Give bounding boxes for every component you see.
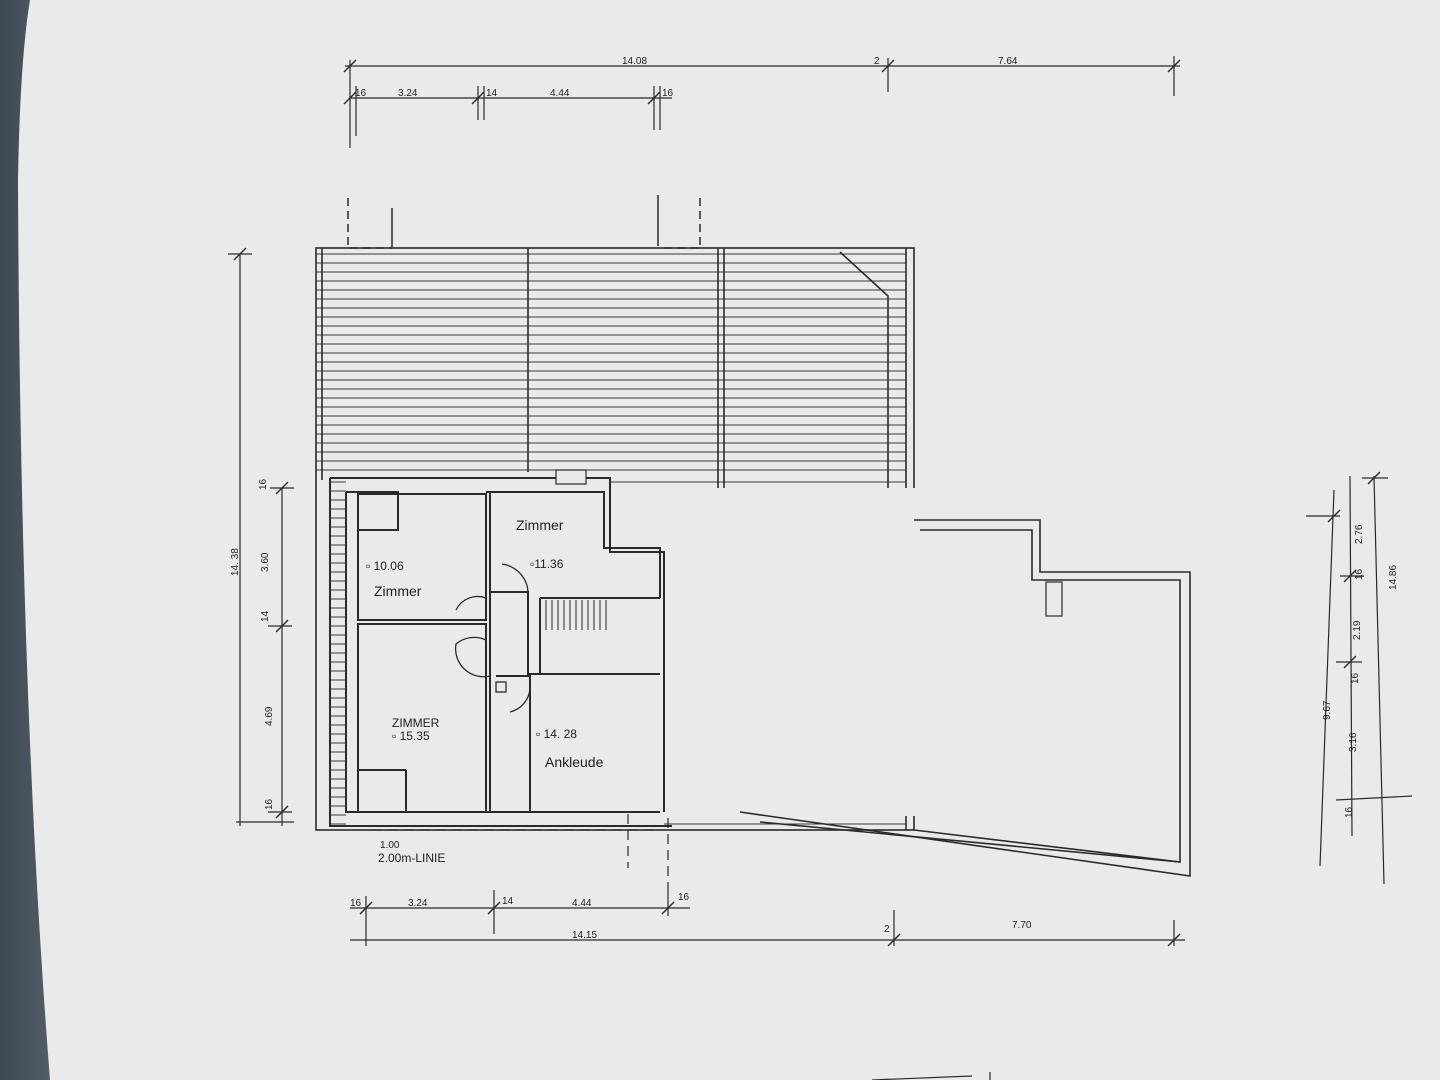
dim-right-seg-2: 2.19 — [1352, 620, 1363, 640]
staircase — [545, 600, 607, 630]
dim-top-right: 7.64 — [998, 56, 1018, 67]
dim-bottom-small: 2 — [884, 924, 890, 935]
dim-bottom-seg-1: 3.24 — [408, 898, 428, 909]
room-area-4: ▫ 14. 28 — [536, 727, 577, 741]
dim-right-total-b: 14.86 — [1388, 565, 1399, 590]
window-symbols — [555, 469, 1063, 617]
dim-right-seg-1: 16 — [1354, 568, 1365, 580]
dimension-texts-right: 2.76 16 2.19 16 3.16 16 9.67 14.86 — [1322, 524, 1399, 818]
dim-top-seg-2: 14 — [486, 88, 498, 99]
dim-right-seg-3: 16 — [1350, 672, 1361, 684]
line-label: 2.00m-LINIE — [378, 851, 445, 865]
dimension-ticks — [233, 59, 1381, 947]
bottom-edge-marks — [871, 1072, 991, 1080]
dimension-lines — [228, 56, 1413, 946]
dashed-guides — [372, 814, 669, 890]
dim-left-seg-4: 16 — [264, 798, 275, 810]
dim-top-seg-4: 16 — [662, 88, 674, 99]
dim-bottom-right: 7.70 — [1012, 920, 1032, 931]
dimension-texts-bottom: 16 3.24 14 4.44 16 14.15 2 7.70 — [350, 892, 1032, 941]
room-labels: ▫ 10.06 Zimmer Zimmer ▫11.36 ZIMMER ▫ 15… — [366, 517, 604, 770]
dim-top-small: 2 — [874, 56, 880, 67]
dim-right-total-a: 9.67 — [1322, 700, 1333, 720]
room-area-2: ▫11.36 — [530, 557, 564, 571]
terrace-outline — [739, 519, 1191, 877]
dim-left-seg-0: 16 — [258, 478, 269, 490]
room-name-3: ZIMMER — [392, 716, 440, 730]
chimney-marks — [347, 195, 701, 249]
dim-bottom-seg-2: 14 — [502, 896, 514, 907]
dim-left-seg-2: 14 — [260, 610, 271, 622]
dim-right-seg-5: 16 — [1344, 806, 1355, 818]
dim-bottom-seg-4: 16 — [678, 892, 690, 903]
dim-bottom-total: 14.15 — [572, 930, 597, 941]
dim-left-seg-3: 4.69 — [264, 706, 275, 726]
dim-right-seg-4: 3.16 — [1348, 732, 1359, 752]
interior-walls — [329, 477, 1010, 827]
dim-left-total: 14. 38 — [230, 548, 241, 576]
line-value: 1.00 — [380, 840, 400, 851]
room-area-1: ▫ 10.06 — [366, 559, 404, 573]
room-name-2: Zimmer — [516, 517, 564, 533]
dimension-texts-left: 14. 38 16 3.60 14 4.69 16 — [230, 478, 275, 810]
door-swings — [454, 563, 531, 713]
room-area-3: ▫ 15.35 — [392, 729, 430, 743]
dimension-texts-top: 14.08 2 7.64 16 3.24 14 4.44 16 — [355, 56, 1018, 99]
height-line-note: 1.00 2.00m-LINIE — [378, 840, 445, 865]
dim-right-seg-0: 2.76 — [1354, 524, 1365, 544]
dim-bottom-seg-0: 16 — [350, 898, 362, 909]
dim-top-seg-0: 16 — [355, 88, 367, 99]
room-name-4: Ankleude — [545, 754, 604, 770]
dim-bottom-seg-3: 4.44 — [572, 898, 592, 909]
dim-left-seg-1: 3.60 — [260, 552, 271, 572]
room-name-1: Zimmer — [374, 583, 422, 599]
dim-top-seg-1: 3.24 — [398, 88, 418, 99]
dim-top-seg-3: 4.44 — [550, 88, 570, 99]
dim-top-total: 14.08 — [622, 56, 647, 67]
